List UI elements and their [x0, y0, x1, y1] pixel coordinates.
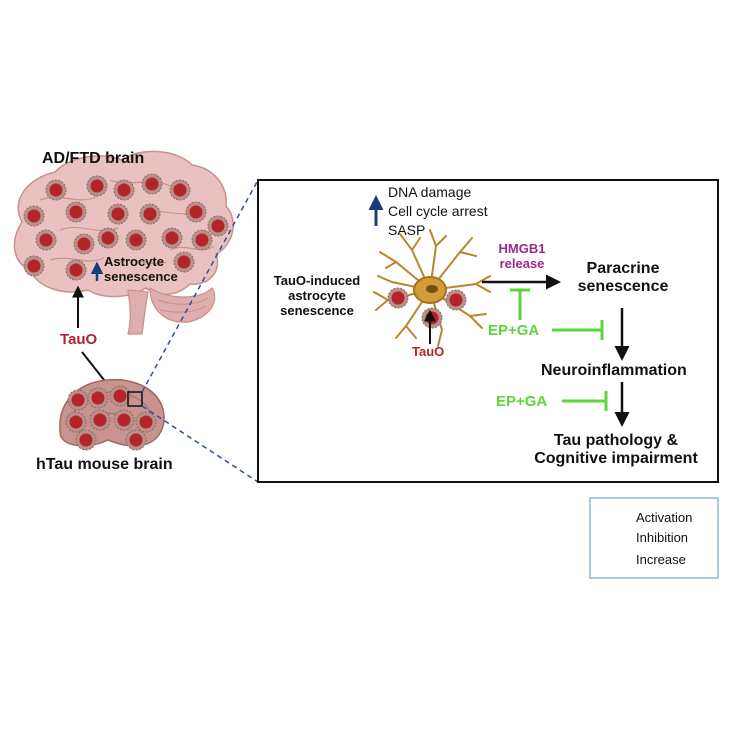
- panel-tauo-label: TauO: [412, 344, 445, 359]
- legend-increase: Increase: [636, 552, 686, 567]
- zoom-region-box: [127, 391, 143, 407]
- zoom-line-top: [141, 179, 259, 393]
- astrocyte-cell: [373, 229, 491, 347]
- astrocyte-senescence-label: TauO-induced astrocyte senescence: [273, 273, 361, 318]
- paracrine-senescence-label: Paracrine senescence: [577, 260, 669, 296]
- neuroinflammation-label: Neuroinflammation: [541, 362, 687, 379]
- marker-dna-damage: DNA damage: [388, 184, 472, 200]
- brain-astrocyte-label: Astrocyte senescence: [104, 254, 178, 284]
- hmgb1-release-label: HMGB1 release: [498, 241, 546, 271]
- mechanism-panel: [257, 179, 719, 483]
- legend-activation: Activation: [636, 510, 693, 525]
- inhibition-bar-icon: [510, 288, 608, 411]
- marker-cell-cycle: Cell cycle arrest: [388, 203, 488, 219]
- tauo-label: TauO: [60, 331, 98, 348]
- legend: [589, 497, 719, 579]
- brain-title: AD/FTD brain: [42, 150, 145, 167]
- ep-ga-label-2: EP+GA: [496, 393, 548, 410]
- marker-sasp: SASP: [388, 222, 426, 238]
- ep-ga-label-1: EP+GA: [488, 322, 540, 339]
- mouse-brain-title: hTau mouse brain: [36, 456, 173, 473]
- legend-inhibition: Inhibition: [636, 530, 689, 545]
- outcome-label: Tau pathology & Cognitive impairment: [534, 432, 698, 468]
- mouse-brain-slice: [59, 378, 165, 451]
